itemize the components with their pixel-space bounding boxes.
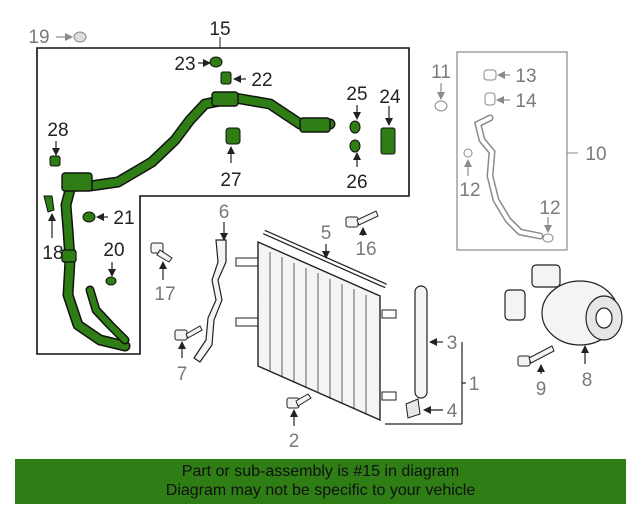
callout-1: 1 (469, 374, 480, 395)
callout-12-right: 12 (539, 198, 560, 219)
callout-9: 9 (536, 379, 547, 400)
callout-3: 3 (447, 333, 458, 354)
ac-hose-assembly (60, 91, 336, 352)
callout-23: 23 (174, 54, 195, 75)
callout-11: 11 (431, 62, 451, 83)
small-part-14 (484, 92, 496, 106)
bolt-16 (345, 210, 379, 228)
bolt-7 (174, 325, 203, 341)
bolt-2 (286, 393, 312, 409)
callout-28: 28 (47, 120, 68, 141)
small-part-28 (49, 155, 61, 167)
small-part-12a (463, 148, 473, 158)
small-part-18 (43, 195, 55, 213)
sub-assembly-15-frame (36, 37, 410, 355)
small-part-22 (220, 71, 232, 85)
callout-13: 13 (515, 66, 536, 87)
parts-diagram: 15 23 22 25 24 26 27 28 21 18 20 17 19 7… (28, 19, 623, 452)
bolt-9 (517, 345, 555, 367)
callout-24: 24 (379, 87, 401, 108)
small-part-12b (542, 233, 554, 243)
bolt-17 (150, 242, 173, 263)
ac-compressor (504, 264, 623, 346)
part-info-banner: Part or sub-assembly is #15 in diagram D… (15, 459, 626, 504)
small-part-20 (105, 276, 117, 286)
banner-line-2: Diagram may not be specific to your vehi… (165, 482, 476, 499)
hose-line-10 (473, 114, 544, 240)
hose-group-10-frame (456, 51, 578, 251)
callout-4: 4 (447, 401, 458, 422)
callout-10: 10 (585, 144, 606, 165)
part-19-nut (73, 31, 87, 43)
drier-cap (405, 398, 421, 419)
callout-5: 5 (321, 223, 332, 244)
callout-14: 14 (515, 91, 537, 112)
callout-18: 18 (42, 243, 63, 264)
small-part-25 (349, 120, 361, 134)
small-part-11 (434, 100, 448, 112)
callout-20: 20 (103, 240, 124, 261)
small-part-23 (209, 56, 223, 68)
condenser (235, 229, 397, 422)
callout-21: 21 (113, 208, 134, 229)
callout-2: 2 (289, 431, 300, 452)
small-part-26 (349, 139, 361, 153)
leader-lines (48, 59, 589, 426)
receiver-drier (414, 285, 428, 399)
callout-25: 25 (346, 84, 367, 105)
callout-26: 26 (346, 172, 367, 193)
small-part-13 (483, 69, 497, 81)
callout-12-left: 12 (459, 180, 480, 201)
callout-15: 15 (209, 19, 230, 40)
callout-27: 27 (220, 170, 241, 191)
callout-7: 7 (177, 364, 188, 385)
callout-19: 19 (28, 27, 49, 48)
callout-22: 22 (251, 70, 272, 91)
callout-6: 6 (219, 202, 230, 223)
small-part-27 (225, 127, 241, 145)
callout-8: 8 (582, 370, 593, 391)
small-part-21 (82, 211, 96, 223)
bracket (193, 239, 227, 363)
small-part-24 (380, 127, 396, 155)
callout-16: 16 (355, 239, 376, 260)
leader-lines-gray (56, 33, 552, 233)
callout-17: 17 (154, 284, 175, 305)
banner-line-1: Part or sub-assembly is #15 in diagram (181, 463, 460, 480)
